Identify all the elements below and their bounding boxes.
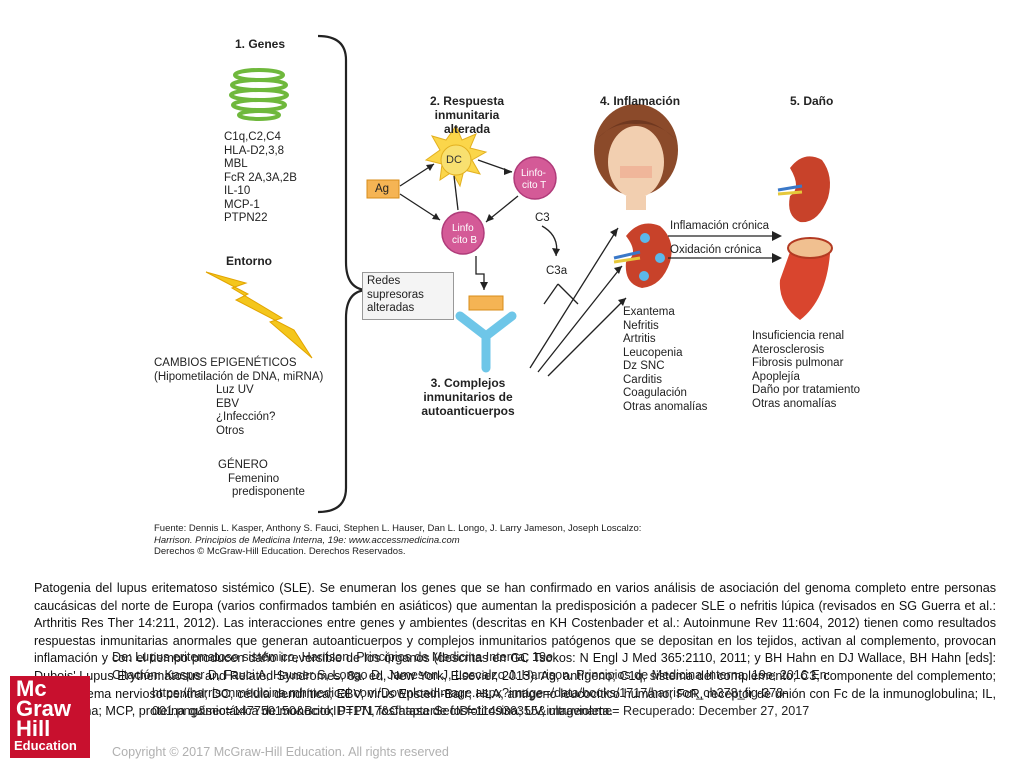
damage-item: Fibrosis pulmonar [752, 357, 844, 369]
b-lymphocyte-icon [441, 211, 485, 255]
redes-line: Redes [367, 275, 401, 287]
inflammation-item: Exantema [623, 306, 675, 318]
inflammation-item: Leucopenia [623, 346, 683, 359]
suppressor-networks-box: Redes supresoras alteradas [362, 272, 454, 320]
chronic-inflammation-label: Inflamación crónica [670, 220, 770, 232]
artery-icon [779, 237, 833, 320]
epigenetic-item: (Hipometilación de DNA, miRNA) [154, 370, 324, 383]
inflammation-arrows [529, 227, 627, 377]
gene-item: PTPN22 [224, 212, 268, 224]
immune-complex-block [468, 295, 504, 311]
complejos-title-line: 3. Complejos [430, 376, 506, 390]
respuesta-title-line: inmunitaria alterada [434, 108, 500, 136]
damage-item: Insuficiencia renal [752, 330, 845, 342]
chronic-oxidation-label: Oxidación crónica [670, 244, 762, 256]
complejos-title-line: inmunitarios de [423, 390, 513, 404]
copyright-notice: Copyright © 2017 McGraw-Hill Education. … [112, 745, 449, 759]
figure-graphics: DC Linfo- cito T Linfo cito B [205, 34, 833, 514]
dc-label: DC [446, 154, 462, 166]
grouping-brace [317, 34, 369, 514]
damage-item: Daño por tratamiento [752, 384, 861, 396]
arrowheads [426, 164, 560, 290]
damaged-kidney-icon [777, 156, 830, 223]
lightning-icon [205, 271, 313, 359]
damage-item: Aterosclerosis [752, 343, 825, 356]
citation-url-cont[interactable]: 001.png&sec=147750150&BookID=1717&Chapte… [152, 704, 810, 718]
citation-url[interactable]: https://harrisonmedicina.mhmedical.com/D… [152, 686, 788, 700]
redes-line: supresoras [367, 288, 424, 301]
epigenetic-item: EBV [216, 397, 240, 410]
logo-text: Education [14, 738, 77, 753]
inflammation-list: Exantema Nefritis Artritis Leucopenia Dz… [623, 306, 707, 414]
epigenetic-item: Otros [216, 424, 245, 437]
dna-coil-icon [229, 68, 289, 121]
linfo-b-label-2: cito B [452, 235, 477, 246]
respuesta-title: 2. Respuesta inmunitaria alterada [412, 94, 522, 136]
epigenetic-item: ¿Infección? [216, 411, 276, 423]
gene-item: MBL [224, 158, 248, 170]
linfo-b-label-1: Linfo [452, 223, 474, 234]
source-line: Fuente: Dennis L. Kasper, Anthony S. Fau… [154, 523, 642, 534]
logo-text: Hill [16, 716, 51, 741]
damage-item: Apoplejía [752, 370, 800, 383]
inflammation-item: Otras anomalías [623, 400, 708, 413]
antibody-icon [455, 311, 517, 373]
source-line: Derechos © McGraw-Hill Education. Derech… [154, 546, 406, 557]
ag-label: Ag [375, 183, 390, 195]
gene-item: FcR 2A,3A,2B [224, 171, 297, 184]
figure-caption: Patogenia del lupus eritematoso sistémic… [34, 581, 996, 719]
gender-item: predisponente [232, 486, 305, 498]
inflammation-item: Artritis [623, 333, 656, 345]
t-lymphocyte-icon [513, 156, 557, 200]
source-line: Harrison. Principios de Medicina Interna… [154, 534, 460, 546]
inflammation-item: Carditis [623, 373, 662, 386]
inflamed-kidney-icon [613, 223, 672, 288]
dano-title: 5. Daño [790, 94, 834, 108]
genes-title: 1. Genes [235, 37, 286, 51]
gender-list: GÉNERO Femenino predisponente [218, 459, 305, 500]
respuesta-title-line: 2. Respuesta [429, 94, 505, 108]
ag-box [366, 179, 400, 199]
c3a-label: C3a [546, 265, 568, 277]
figure-source: Fuente: Dennis L. Kasper, Anthony S. Fau… [154, 523, 641, 558]
c3-label: C3 [535, 212, 550, 224]
pathogenesis-figure: DC Linfo- cito T Linfo cito B 1. Genes C… [154, 34, 860, 558]
redes-line: alteradas [367, 302, 415, 314]
epigenetic-item: CAMBIOS EPIGENÉTICOS [154, 357, 297, 369]
inflammation-item: Dz SNC [623, 360, 665, 372]
gene-item: IL-10 [224, 185, 251, 197]
entorno-title: Entorno [226, 254, 272, 268]
gene-item: HLA-D2,3,8 [224, 144, 285, 157]
damage-item: Otras anomalías [752, 397, 837, 410]
gene-item: C1q,C2,C4 [224, 131, 281, 143]
inflammation-item: Nefritis [623, 319, 659, 332]
inflamacion-title: 4. Inflamación [600, 94, 681, 108]
citation-text: Citación: Kasper D, Fauci A, Hauser S, L… [112, 668, 831, 682]
gene-list: C1q,C2,C4 HLA-D2,3,8 MBL FcR 2A,3A,2B IL… [224, 131, 297, 226]
complejos-title-line: autoanticuerpos [421, 404, 515, 418]
gender-item: Femenino [228, 472, 280, 485]
linfo-t-label-1: Linfo- [521, 168, 546, 179]
linfo-t-label-2: cito T [522, 180, 546, 191]
mcgraw-hill-logo: Mc Graw Hill Education [10, 676, 90, 758]
epigenetic-item: Luz UV [216, 384, 254, 396]
patient-face-icon [594, 104, 678, 210]
gene-item: MCP-1 [224, 198, 260, 211]
dendritic-cell-icon [424, 124, 488, 188]
damage-list: Insuficiencia renal Aterosclerosis Fibro… [752, 330, 860, 411]
inflammation-item: Coagulación [623, 387, 687, 399]
gender-item: GÉNERO [218, 459, 268, 471]
epigenetic-list: CAMBIOS EPIGENÉTICOS (Hipometilación de … [154, 357, 323, 438]
complejos-title: 3. Complejos inmunitarios de autoanticue… [418, 376, 518, 418]
logo-text: Mc [16, 676, 47, 701]
citation-source: De: Lupus eritematoso sistémico, Harriso… [112, 650, 553, 664]
logo-text: Graw [16, 696, 72, 721]
